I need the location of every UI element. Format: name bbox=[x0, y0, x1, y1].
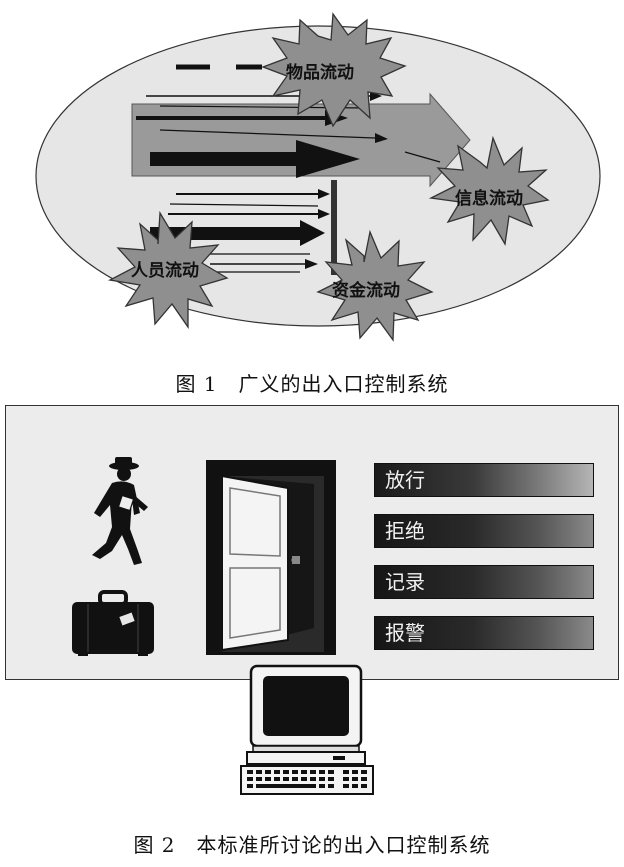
walking-person-icon bbox=[92, 457, 148, 565]
starburst-goods bbox=[261, 12, 407, 128]
action-reject-bar: 拒绝 bbox=[374, 514, 594, 548]
suitcase-icon bbox=[72, 590, 154, 656]
starburst-info bbox=[428, 135, 550, 246]
action-release-bar: 放行 bbox=[374, 463, 594, 497]
flow-post bbox=[331, 180, 337, 275]
flow-label-info: 信息流动 bbox=[455, 189, 523, 209]
door-icon bbox=[206, 460, 336, 655]
figure1: 物品流动 信息流动 人员流动 资金流动 bbox=[0, 0, 624, 360]
starburst-people bbox=[107, 210, 229, 330]
figure1-caption: 图 1 广义的出入口控制系统 bbox=[175, 372, 449, 396]
action-record-bar: 记录 bbox=[374, 565, 594, 599]
figure2-caption: 图 2 本标准所讨论的出入口控制系统 bbox=[133, 833, 491, 857]
action-alarm-bar: 报警 bbox=[374, 616, 594, 650]
starburst-funds bbox=[316, 229, 434, 342]
flow-label-people: 人员流动 bbox=[131, 261, 199, 281]
flow-label-funds: 资金流动 bbox=[332, 281, 400, 301]
figure1-diagram bbox=[35, 12, 601, 342]
computer-icon bbox=[240, 664, 374, 795]
flow-label-goods: 物品流动 bbox=[286, 63, 354, 83]
